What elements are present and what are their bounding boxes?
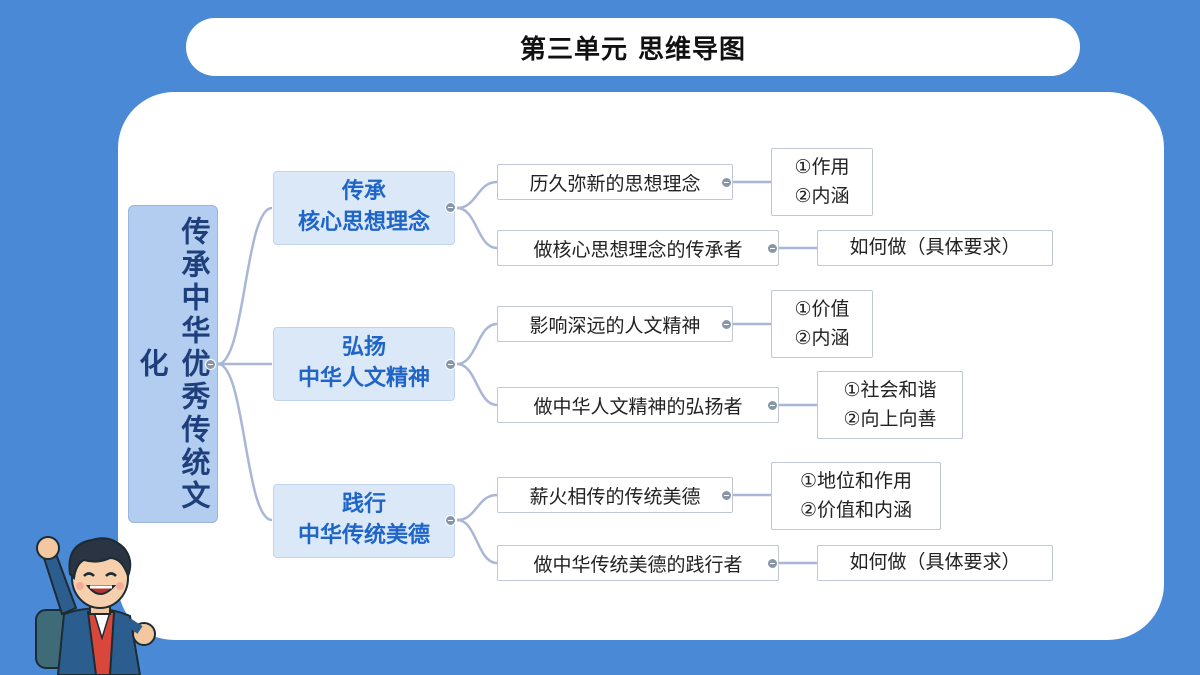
root-label: 传承中华优秀传统文化: [135, 215, 211, 513]
detail-node-1-2[interactable]: 如何做（具体要求）: [817, 230, 1053, 266]
branch-node-1[interactable]: 传承 核心思想理念: [273, 171, 455, 245]
branch-node-3[interactable]: 践行 中华传统美德: [273, 484, 455, 558]
connector-b2-item-1: [456, 322, 498, 366]
detail-node-2-1[interactable]: ①价值 ②内涵: [771, 290, 873, 358]
topic-node-1-2[interactable]: 做核心思想理念的传承者: [497, 230, 779, 266]
connector-b1-item-2: [456, 206, 498, 250]
page-title: 第三单元 思维导图: [519, 34, 747, 65]
detail-node-3-1[interactable]: ①地位和作用 ②价值和内涵: [771, 462, 941, 530]
topic-node-2-2[interactable]: 做中华人文精神的弘扬者: [497, 387, 779, 423]
collapse-toggle-icon[interactable]: [205, 359, 216, 370]
connector-b3-item-2: [456, 518, 498, 565]
title-bar: 第三单元 思维导图: [186, 18, 1080, 76]
topic-node-1-1[interactable]: 历久弥新的思想理念: [497, 164, 733, 200]
connector-b2-item-2: [456, 362, 498, 407]
connector-root-branch-1: [217, 206, 273, 366]
connector-b1-item-1: [456, 180, 498, 210]
connector-b3-item-1: [456, 493, 498, 522]
mindmap-root[interactable]: 传承中华优秀传统文化: [128, 205, 218, 523]
connector-root-branch-3: [217, 362, 273, 522]
topic-node-3-1[interactable]: 薪火相传的传统美德: [497, 477, 733, 513]
collapse-toggle-icon[interactable]: [445, 202, 456, 213]
collapse-toggle-icon[interactable]: [767, 400, 778, 411]
topic-node-2-1[interactable]: 影响深远的人文精神: [497, 306, 733, 342]
collapse-toggle-icon[interactable]: [767, 558, 778, 569]
detail-node-3-2[interactable]: 如何做（具体要求）: [817, 545, 1053, 581]
cheering-student-illustration: [35, 536, 156, 675]
collapse-toggle-icon[interactable]: [721, 490, 732, 501]
collapse-toggle-icon[interactable]: [721, 319, 732, 330]
collapse-toggle-icon[interactable]: [445, 515, 456, 526]
detail-node-1-1[interactable]: ①作用 ②内涵: [771, 148, 873, 216]
collapse-toggle-icon[interactable]: [721, 177, 732, 188]
topic-node-3-2[interactable]: 做中华传统美德的践行者: [497, 545, 779, 581]
collapse-toggle-icon[interactable]: [445, 359, 456, 370]
detail-node-2-2[interactable]: ①社会和谐 ②向上向善: [817, 371, 963, 439]
collapse-toggle-icon[interactable]: [767, 243, 778, 254]
branch-node-2[interactable]: 弘扬 中华人文精神: [273, 327, 455, 401]
